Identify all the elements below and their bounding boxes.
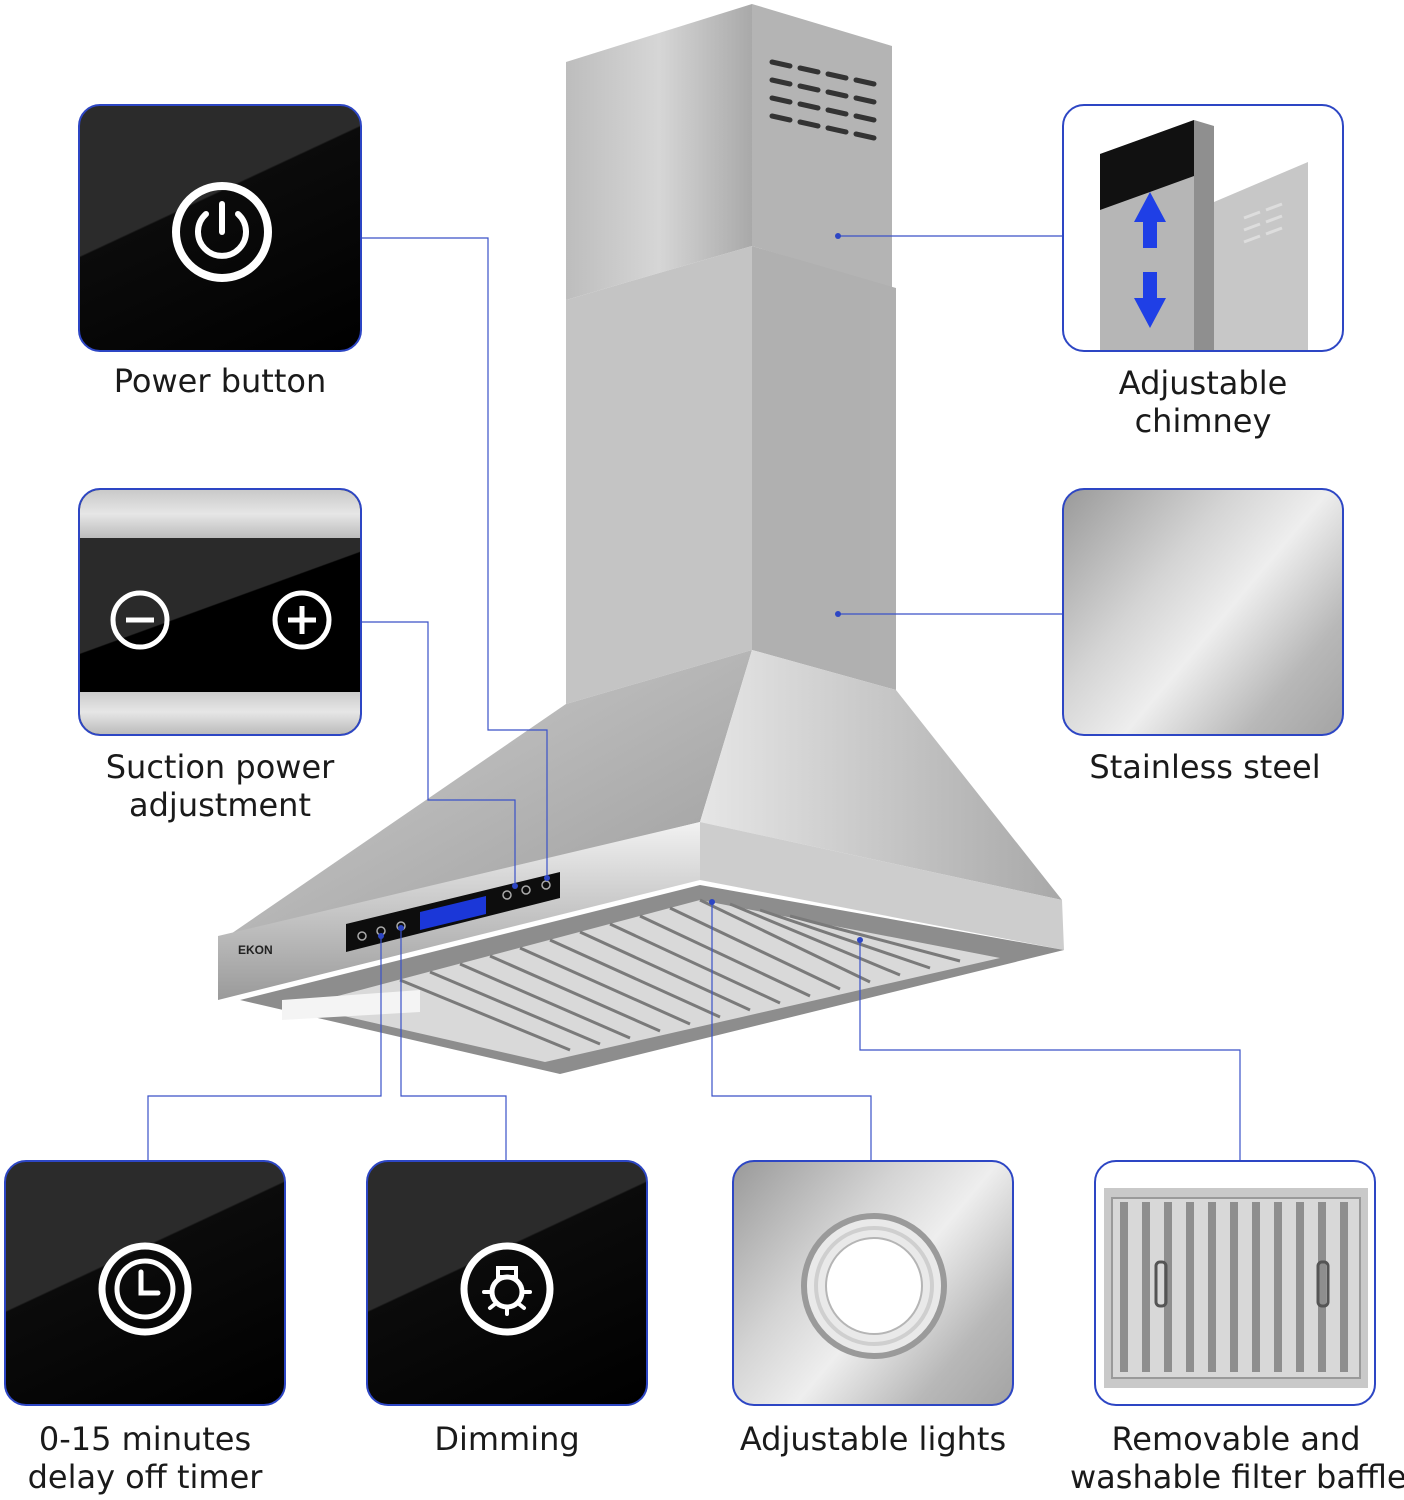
light-bulb-icon xyxy=(460,1242,554,1336)
suction-power-card xyxy=(78,488,362,736)
chimney-arrows-icon xyxy=(1100,120,1308,350)
dimming-label: Dimming xyxy=(434,1420,580,1458)
lamp-icon xyxy=(801,1213,947,1359)
clock-icon xyxy=(98,1242,192,1336)
baffle-filter-icon xyxy=(1104,1188,1368,1388)
steel-strip-bottom xyxy=(80,690,360,734)
adjustable-chimney-card xyxy=(1062,104,1344,352)
adjustable-chimney-label: Adjustable chimney xyxy=(1118,364,1288,440)
dimming-card xyxy=(366,1160,648,1406)
up-arrow-icon xyxy=(1134,192,1166,248)
chimney-upper xyxy=(566,4,892,300)
plus-icon xyxy=(272,590,332,650)
hood-canopy: EKON xyxy=(218,650,1064,1074)
stainless-steel-card xyxy=(1062,488,1344,736)
power-icon xyxy=(172,182,272,282)
chimney-lower xyxy=(566,246,896,704)
filter-baffle-card xyxy=(1094,1160,1376,1406)
steel-strip-top xyxy=(80,490,360,538)
brand-logo: EKON xyxy=(238,943,273,957)
down-arrow-icon xyxy=(1134,272,1166,328)
adjustable-lights-card xyxy=(732,1160,1014,1406)
power-button-label: Power button xyxy=(113,362,327,400)
stainless-steel-label: Stainless steel xyxy=(1089,748,1321,786)
display-screen xyxy=(420,896,486,930)
suction-power-label: Suction power adjustment xyxy=(105,748,335,824)
delay-timer-card xyxy=(4,1160,286,1406)
minus-icon xyxy=(110,590,170,650)
power-button-card xyxy=(78,104,362,352)
filter-baffle-label: Removable and washable filter baffle xyxy=(1070,1420,1404,1496)
adjustable-lights-label: Adjustable lights xyxy=(739,1420,1007,1458)
delay-timer-label: 0-15 minutes delay off timer xyxy=(27,1420,263,1496)
connector-lines xyxy=(147,235,1241,1160)
